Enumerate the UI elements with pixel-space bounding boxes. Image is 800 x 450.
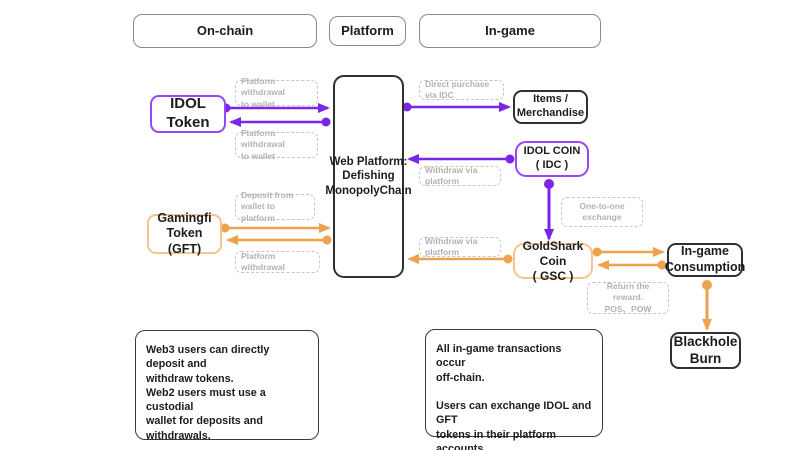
node-idol-token-label: IDOL Token — [166, 95, 210, 131]
note-ingame-rules: All in-game transactions occur off-chain… — [425, 329, 603, 450]
note-onchain-rules: Web3 users can directly deposit and with… — [135, 330, 319, 442]
arrow-goldshark-to-platform — [407, 254, 513, 264]
node-items-merchandise-label: Items / Merchandise — [516, 93, 585, 119]
edge-label-one-to-one-exchange: One-to-one exchange — [561, 197, 643, 227]
header-onchain-label: On-chain — [196, 22, 254, 38]
node-web-platform-label: Web Platform: Defishing MonopolyChain — [325, 155, 412, 197]
node-goldshark-coin: GoldShark Coin ( GSC ) — [513, 239, 593, 283]
arrow-platform-to-items — [402, 102, 511, 112]
edge-label-direct-purchase: Direct purchase via IDC — [419, 79, 504, 100]
node-blackhole-burn: Blackhole Burn — [670, 332, 741, 369]
header-onchain: On-chain — [133, 14, 317, 48]
arrow-platform-to-gamingfi — [226, 235, 332, 245]
edge-label-withdraw-via-platform-gsc: Withdraw via platform — [419, 236, 501, 257]
node-idol-coin-label: IDOL COIN ( IDC ) — [523, 145, 581, 171]
header-platform-label: Platform — [341, 22, 394, 38]
node-gamingfi-token: Gamingfi Token (GFT) — [147, 211, 222, 256]
node-items-merchandise: Items / Merchandise — [513, 90, 588, 124]
arrow-goldshark-to-ingame-consumption — [592, 247, 665, 257]
node-ingame-consumption-label: In-game Consumption — [664, 244, 746, 274]
edge-label-return-reward: Return the reward. POS、POW — [587, 281, 669, 314]
header-platform: Platform — [329, 16, 406, 46]
node-web-platform: Web Platform: Defishing MonopolyChain — [325, 75, 412, 278]
header-ingame: In-game — [419, 14, 601, 48]
node-blackhole-burn-label: Blackhole Burn — [673, 333, 738, 366]
arrow-ingame-consumption-to-goldshark — [597, 260, 667, 270]
arrow-ingame-consumption-to-blackhole — [702, 280, 712, 331]
edge-label-platform-withdrawal: Platform withdrawal — [235, 251, 320, 273]
edge-label-platform-withdrawal-top: Platform withdrawal to wallet — [235, 76, 318, 109]
arrow-idol-coin-to-goldshark — [544, 179, 554, 241]
arrow-platform-to-idol-token — [229, 117, 331, 127]
edge-label-withdraw-via-platform-idc: Withdraw via platform — [419, 165, 501, 186]
header-ingame-label: In-game — [485, 22, 535, 38]
arrow-idol-coin-to-platform — [407, 154, 515, 164]
node-goldshark-coin-label: GoldShark Coin ( GSC ) — [522, 238, 584, 283]
arrow-gamingfi-to-platform — [220, 223, 331, 233]
edge-label-deposit-from-wallet: Deposit from wallet to platform — [235, 190, 315, 223]
node-ingame-consumption: In-game Consumption — [664, 243, 746, 277]
node-idol-coin: IDOL COIN ( IDC ) — [515, 141, 589, 177]
node-gamingfi-token-label: Gamingfi Token (GFT) — [157, 210, 212, 256]
node-idol-token: IDOL Token — [150, 95, 226, 133]
edge-label-platform-withdrawal-bottom: Platform withdrawal to wallet — [235, 128, 318, 161]
